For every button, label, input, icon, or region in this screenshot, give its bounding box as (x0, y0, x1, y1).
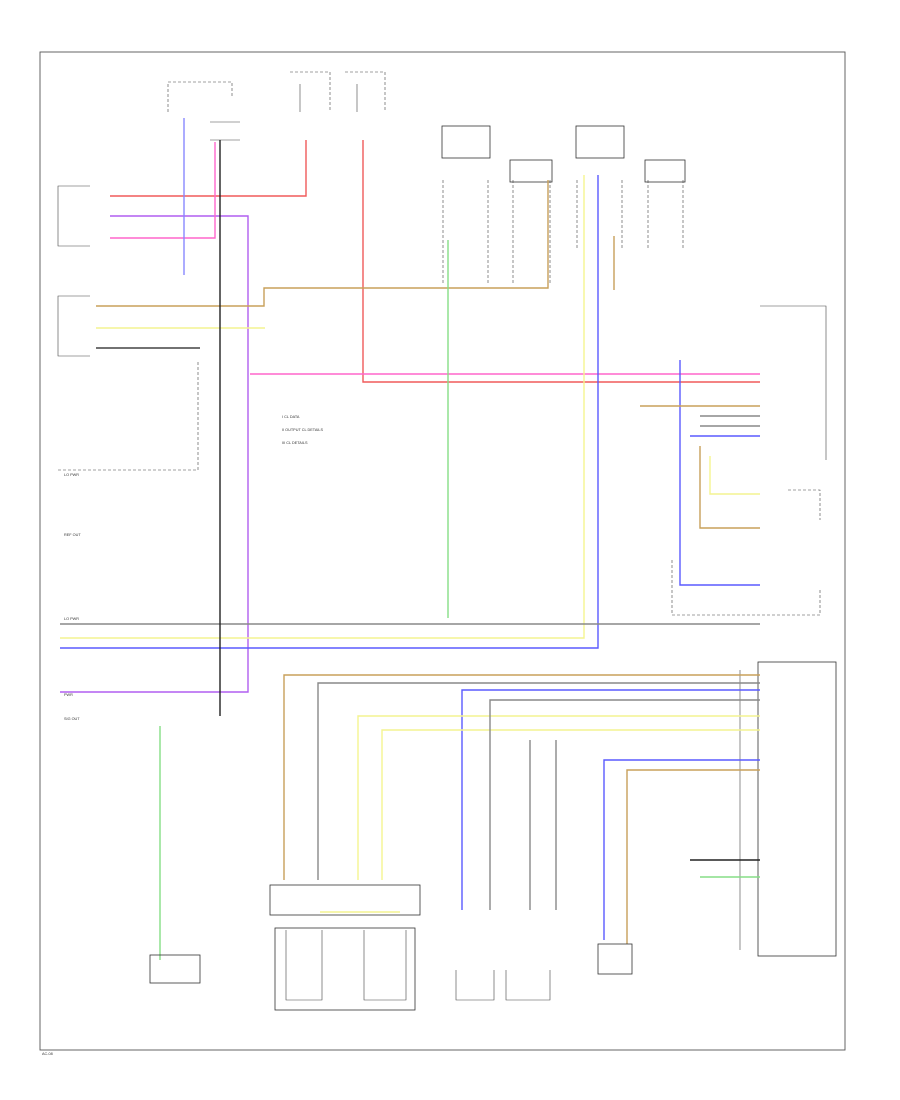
bottom-left-connector (149, 954, 201, 984)
module-box-4 (644, 159, 686, 183)
wire-tan (96, 180, 760, 944)
right-connector (671, 305, 837, 957)
diagram-frame (39, 51, 846, 1051)
wire-pink (110, 142, 760, 375)
annotations: I CL DATA II OUTPUT CL DETAILS III CL DE… (64, 415, 324, 721)
svg-text:LO PWR: LO PWR (64, 617, 79, 621)
wire-gray (60, 415, 760, 910)
bottom-modules (149, 884, 633, 1011)
wire-violet (60, 215, 249, 693)
bottom-right-connector (757, 661, 837, 957)
svg-text:SIG OUT: SIG OUT (64, 717, 80, 721)
bottom-module-a (269, 884, 421, 916)
wire-green (159, 240, 760, 960)
wire-yellow (60, 175, 760, 913)
wire-lightblue (60, 118, 760, 940)
top-modules (441, 125, 686, 285)
svg-text:I CL DATA: I CL DATA (282, 415, 300, 419)
svg-text:PWR: PWR (64, 693, 73, 697)
bottom-sensor (597, 943, 633, 975)
svg-text:II OUTPUT CL DETAILS: II OUTPUT CL DETAILS (282, 428, 324, 432)
svg-text:III CL DETAILS: III CL DETAILS (282, 441, 308, 445)
module-box-1 (441, 125, 491, 159)
bottom-module-b (274, 927, 416, 1011)
footer-code: AC-08 (42, 1052, 53, 1056)
left-connectors (57, 185, 199, 471)
svg-text:REF OUT: REF OUT (64, 533, 81, 537)
module-box-2 (509, 159, 553, 183)
wire-red (110, 140, 760, 383)
svg-text:LO PWR: LO PWR (64, 473, 79, 477)
wire-black (96, 140, 760, 861)
module-box-3 (575, 125, 625, 159)
top-feeds (167, 71, 386, 141)
